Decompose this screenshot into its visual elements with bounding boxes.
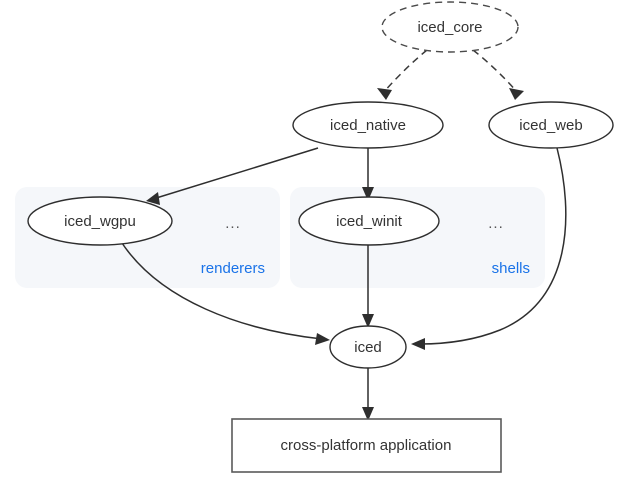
iced-wgpu-ellipse bbox=[27, 196, 173, 246]
node-iced-native[interactable]: iced_native bbox=[292, 101, 444, 149]
iced-core-ellipse bbox=[381, 1, 519, 53]
iced-web-label: iced_web bbox=[519, 117, 582, 134]
iced-core-label: iced_core bbox=[417, 19, 482, 36]
node-application[interactable]: cross-platform application bbox=[231, 418, 502, 473]
iced-native-label: iced_native bbox=[330, 117, 406, 134]
edge-iced-core-to-iced-web bbox=[472, 49, 524, 100]
edge-iced-to-application bbox=[362, 368, 374, 421]
edge-iced-native-to-iced-winit bbox=[362, 148, 374, 201]
arrowhead-icon bbox=[362, 187, 374, 201]
iced-label: iced bbox=[354, 339, 382, 356]
shells-ellipsis: ... bbox=[488, 215, 504, 232]
iced-web-ellipse bbox=[488, 101, 614, 149]
cluster-label-renderers: renderers bbox=[201, 260, 265, 277]
arrowhead-icon bbox=[315, 333, 330, 345]
arrowhead-icon bbox=[362, 314, 374, 328]
iced-winit-label: iced_winit bbox=[336, 213, 403, 230]
node-iced[interactable]: iced bbox=[329, 325, 407, 369]
iced-wgpu-label: iced_wgpu bbox=[64, 213, 136, 230]
edge-iced-native-to-iced-wgpu bbox=[146, 147, 319, 205]
node-iced-wgpu[interactable]: iced_wgpu bbox=[27, 196, 173, 246]
arrowhead-icon bbox=[411, 338, 425, 350]
iced-native-ellipse bbox=[292, 101, 444, 149]
edge-iced-winit-to-iced bbox=[362, 245, 374, 328]
application-rect bbox=[231, 418, 502, 473]
cluster-label-shells: shells bbox=[492, 260, 530, 277]
iced-winit-ellipse bbox=[298, 196, 440, 246]
node-iced-web[interactable]: iced_web bbox=[488, 101, 614, 149]
edge-iced-wgpu-to-iced bbox=[121, 242, 330, 345]
arrowhead-icon bbox=[362, 407, 374, 421]
application-label: cross-platform application bbox=[281, 437, 452, 454]
node-iced-core[interactable]: iced_core bbox=[381, 1, 519, 53]
arrowhead-icon bbox=[377, 88, 392, 100]
renderers-ellipsis: ... bbox=[225, 215, 241, 232]
edge-iced-web-to-iced bbox=[411, 147, 567, 350]
edge-iced-core-to-iced-native bbox=[377, 49, 428, 100]
iced-ellipse bbox=[329, 325, 407, 369]
arrowhead-icon bbox=[146, 192, 160, 205]
node-iced-winit[interactable]: iced_winit bbox=[298, 196, 440, 246]
arrowhead-icon bbox=[509, 88, 524, 100]
